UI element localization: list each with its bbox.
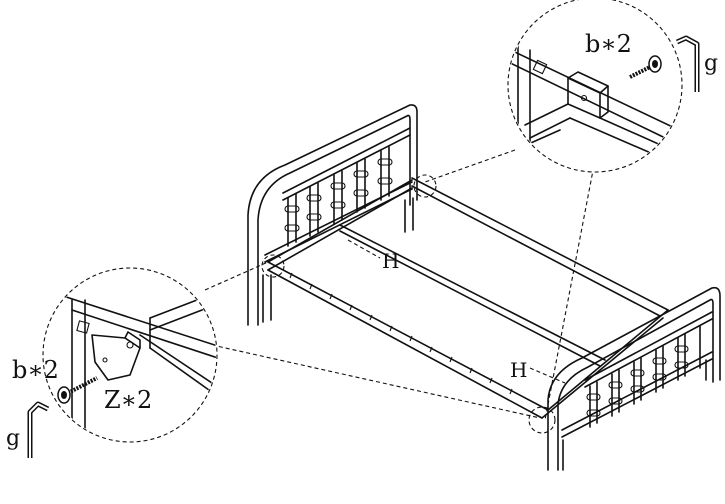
joint-marker-head-far bbox=[413, 174, 437, 198]
bolt-icon-left bbox=[57, 376, 98, 404]
bracket-icon-left bbox=[91, 331, 141, 381]
key-callout-left: g bbox=[6, 426, 20, 451]
bolt-icon-top bbox=[629, 55, 662, 79]
bracket-callout-left: Z∗2 bbox=[104, 386, 152, 414]
footboard-rings bbox=[586, 345, 689, 417]
headboard-spindles bbox=[287, 146, 390, 247]
headboard bbox=[247, 104, 418, 326]
headboard-rings bbox=[284, 158, 393, 232]
key-callout-top: g bbox=[704, 51, 718, 76]
joint-marker-foot-near bbox=[528, 406, 556, 434]
detail-circle-left: b∗2 Z∗2 bbox=[12, 267, 218, 443]
allen-key-icon-left bbox=[27, 401, 50, 458]
allen-key-icon-top bbox=[675, 35, 700, 92]
bolt-callout-top: b∗2 bbox=[585, 30, 632, 58]
joint-marker-head-near bbox=[261, 254, 285, 278]
rail-labels: H H bbox=[347, 239, 566, 384]
bolt-callout-left: b∗2 bbox=[12, 356, 59, 384]
footboard-spindles bbox=[589, 325, 701, 428]
side-rails bbox=[261, 174, 669, 434]
rail-label-right: H bbox=[510, 358, 527, 382]
footboard bbox=[547, 286, 721, 471]
detail-circle-top: b∗2 g bbox=[507, 0, 718, 173]
rail-slat-ticks bbox=[289, 272, 513, 395]
rail-label-left: H bbox=[382, 249, 399, 273]
